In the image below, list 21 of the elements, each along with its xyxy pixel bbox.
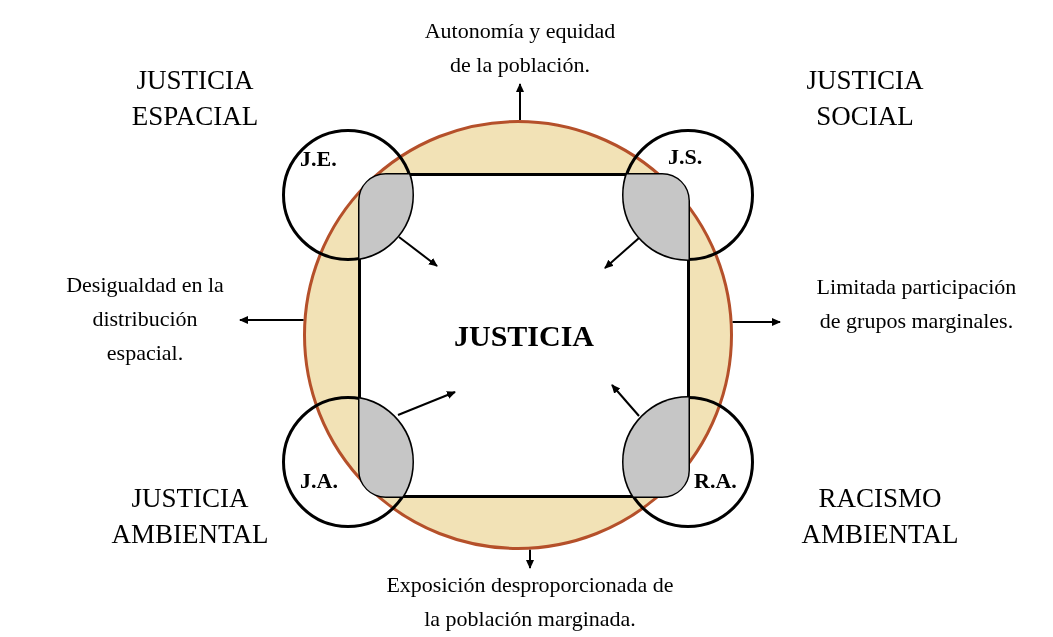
arrow [731,318,781,326]
center-title: JUSTICIA [453,318,594,354]
arrow [611,384,640,417]
arrow [397,391,456,416]
circle-heading: JUSTICIA ESPACIAL [130,64,260,133]
outcome-text: Limitada participación de grupos marginales. [780,270,1053,374]
circle-label: J.A. [300,470,338,492]
outcome-text: Exposición desproporcionada de la población marginada. [330,568,730,637]
circle-label: R.A. [694,470,737,492]
outcome-text: Autonomía y equidad de la población. [380,14,660,84]
arrow [526,548,534,569]
outcome-text: Desigualdad en la distribución espacial. [50,268,240,372]
arrow [516,83,524,121]
circle-heading: RACISMO AMBIENTAL [800,482,960,551]
arrow [604,237,640,269]
arrow [239,316,305,324]
circle-label: J.S. [668,146,703,168]
circle-label: J.E. [300,148,337,170]
circle-heading: JUSTICIA SOCIAL [805,64,925,133]
circle-heading: JUSTICIA AMBIENTAL [110,482,270,551]
arrow [398,236,438,267]
